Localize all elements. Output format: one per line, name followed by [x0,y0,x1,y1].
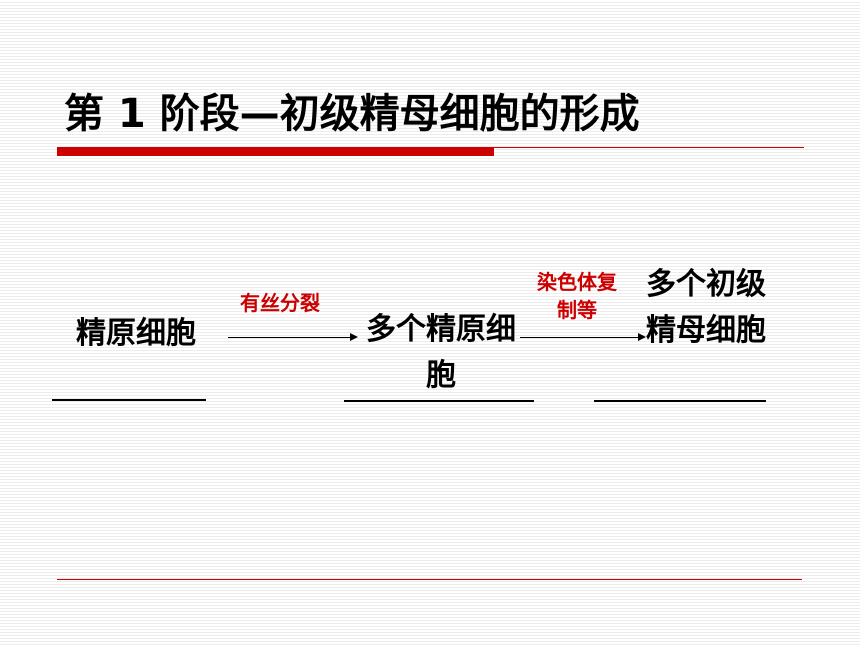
node-multiple-spermatogonia: 多个精原细胞 [366,312,516,393]
answer-blank-2 [344,400,534,402]
title-underline-thick [57,147,494,156]
title-underline-thin [494,147,804,148]
arrow-label-mitosis: 有丝分裂 [240,291,320,315]
flow-arrow-2 [520,333,646,341]
footer-divider [57,579,802,580]
arrow-label-chromosome-replication: 染色体复制等 [537,270,617,322]
arrow-head-icon [638,333,646,341]
node-spermatogonium: 精原细胞 [76,316,196,351]
answer-blank-1 [52,399,206,401]
node-multiple-primary-spermatocytes: 多个初级精母细胞 [646,267,766,348]
arrow-head-icon [350,333,358,341]
answer-blank-3 [594,400,766,402]
slide-title: 第 1 阶段—初级精母细胞的形成 [64,91,640,137]
flow-arrow-1 [228,333,358,341]
